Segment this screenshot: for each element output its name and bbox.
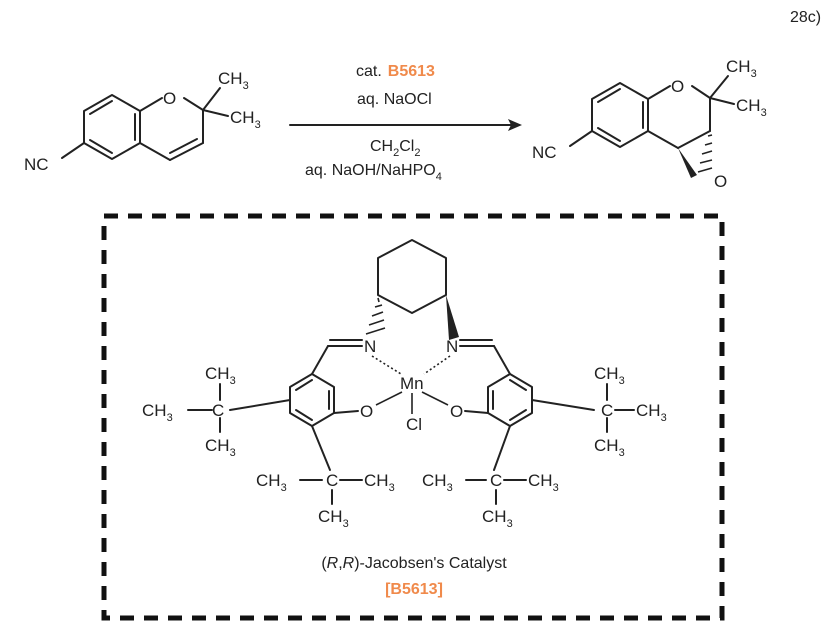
left-ortho-methyl-left: CH3 — [256, 471, 287, 494]
mn-o-bond — [375, 391, 403, 406]
product-double-bond — [597, 127, 621, 142]
chloride-label: Cl — [406, 415, 422, 434]
epoxide-oxygen-label: O — [714, 172, 727, 191]
left-ortho-methyl-right: CH3 — [364, 471, 395, 494]
epoxide-hash-bond — [697, 134, 713, 173]
product-bond — [569, 130, 593, 147]
left-ortho-methyl-bottom: CH3 — [318, 507, 349, 530]
arrow-head-icon — [508, 119, 522, 131]
right-tbu-methyl-top: CH3 — [594, 364, 625, 387]
product-bond — [691, 85, 711, 99]
cyclohexane-ring — [377, 239, 447, 314]
right-ortho-methyl-bottom: CH3 — [482, 507, 513, 530]
substrate-bond — [202, 87, 221, 111]
product-nitrile-label: NC — [532, 143, 557, 162]
right-imine-n-label: N — [446, 337, 458, 356]
solvent-condition: CH2Cl2 — [370, 138, 420, 159]
catalyst-dashed-box — [101, 213, 725, 621]
substrate-bond — [61, 142, 85, 159]
product-bond — [647, 130, 679, 149]
substrate-double-bond — [89, 100, 113, 115]
product-molecule: O O CH3 CH3 NC — [532, 57, 767, 191]
figure-ref: 28c) — [790, 9, 821, 26]
left-c-o-bond — [333, 410, 359, 414]
right-ortho-tbu-bond — [493, 425, 511, 471]
oxidant-condition: aq. NaOCl — [357, 91, 432, 108]
substrate-bond — [183, 97, 204, 111]
left-imine-n-label: N — [364, 337, 376, 356]
right-tbu-methyl-side: CH3 — [636, 401, 667, 424]
substrate-double-bond — [89, 139, 113, 154]
buffer-condition: aq. NaOH/NaHPO4 — [305, 162, 442, 183]
left-phenoxide-o-label: O — [360, 402, 373, 421]
substrate-oxygen-label: O — [163, 89, 176, 108]
left-aryl-double-bond — [295, 409, 313, 421]
right-phenoxide-o-label: O — [450, 402, 463, 421]
right-wedge-bond — [446, 295, 459, 340]
right-aryl-double-bond — [509, 409, 527, 421]
left-tbu-bond — [229, 399, 291, 411]
catalyst-condition: cat.B5613 — [356, 63, 435, 80]
left-tbu-methyl-side: CH3 — [142, 401, 173, 424]
manganese-label: Mn — [400, 374, 424, 393]
right-ortho-tbu-c: C — [490, 471, 502, 490]
substrate-alkene — [169, 138, 198, 154]
substrate-methyl-top-label: CH3 — [218, 69, 249, 92]
left-ortho-tbu-c: C — [326, 471, 338, 490]
right-ortho-methyl-right: CH3 — [528, 471, 559, 494]
left-ch-bond — [311, 345, 329, 375]
product-benzene-ring — [591, 82, 649, 148]
right-tbu-methyl-bottom: CH3 — [594, 436, 625, 459]
substrate-bond — [139, 142, 171, 161]
left-tbu-c-label: C — [212, 401, 224, 420]
left-aryl-ring — [289, 373, 335, 427]
substrate-nitrile-label: NC — [24, 155, 49, 174]
product-double-bond — [597, 88, 621, 103]
n-mn-coordination — [371, 355, 402, 375]
substrate-bond — [139, 97, 163, 112]
substrate-benzene-ring — [83, 94, 141, 160]
mn-o-bond — [421, 391, 449, 406]
left-tbu-methyl-top: CH3 — [205, 364, 236, 387]
right-aryl-double-bond — [509, 379, 527, 391]
right-ortho-methyl-left: CH3 — [422, 471, 453, 494]
substrate-methyl-side-label: CH3 — [230, 108, 261, 131]
right-aryl-ring — [487, 373, 533, 427]
right-tbu-bond — [531, 399, 595, 411]
product-oxygen-label: O — [671, 77, 684, 96]
catalyst-code-label: [B5613] — [385, 581, 443, 598]
right-ch-bond — [493, 345, 511, 375]
right-c-o-bond — [464, 410, 489, 414]
left-hash-bond — [365, 297, 386, 335]
product-methyl-top-label: CH3 — [726, 57, 757, 80]
product-bond — [647, 85, 671, 100]
epoxide-wedge-bond — [678, 148, 697, 178]
product-bond — [677, 130, 711, 149]
product-methyl-side-label: CH3 — [736, 96, 767, 119]
left-ortho-tbu-bond — [311, 425, 331, 471]
right-tbu-c-label: C — [601, 401, 613, 420]
substrate-molecule: O CH3 CH3 NC — [24, 69, 261, 174]
catalyst-name: (R,R)-Jacobsen's Catalyst — [321, 555, 507, 572]
reaction-arrow-group: cat.B5613 aq. NaOCl CH2Cl2 aq. NaOH/NaHP… — [289, 63, 522, 183]
left-aryl-double-bond — [295, 379, 313, 391]
product-bond — [709, 75, 729, 99]
substrate-bond — [202, 109, 229, 117]
left-tbu-methyl-bottom: CH3 — [205, 436, 236, 459]
catalyst-molecule: N N Mn Cl O O C — [142, 239, 667, 530]
substrate-bond — [169, 142, 204, 161]
product-bond — [709, 97, 735, 105]
n-mn-coordination — [423, 355, 451, 375]
